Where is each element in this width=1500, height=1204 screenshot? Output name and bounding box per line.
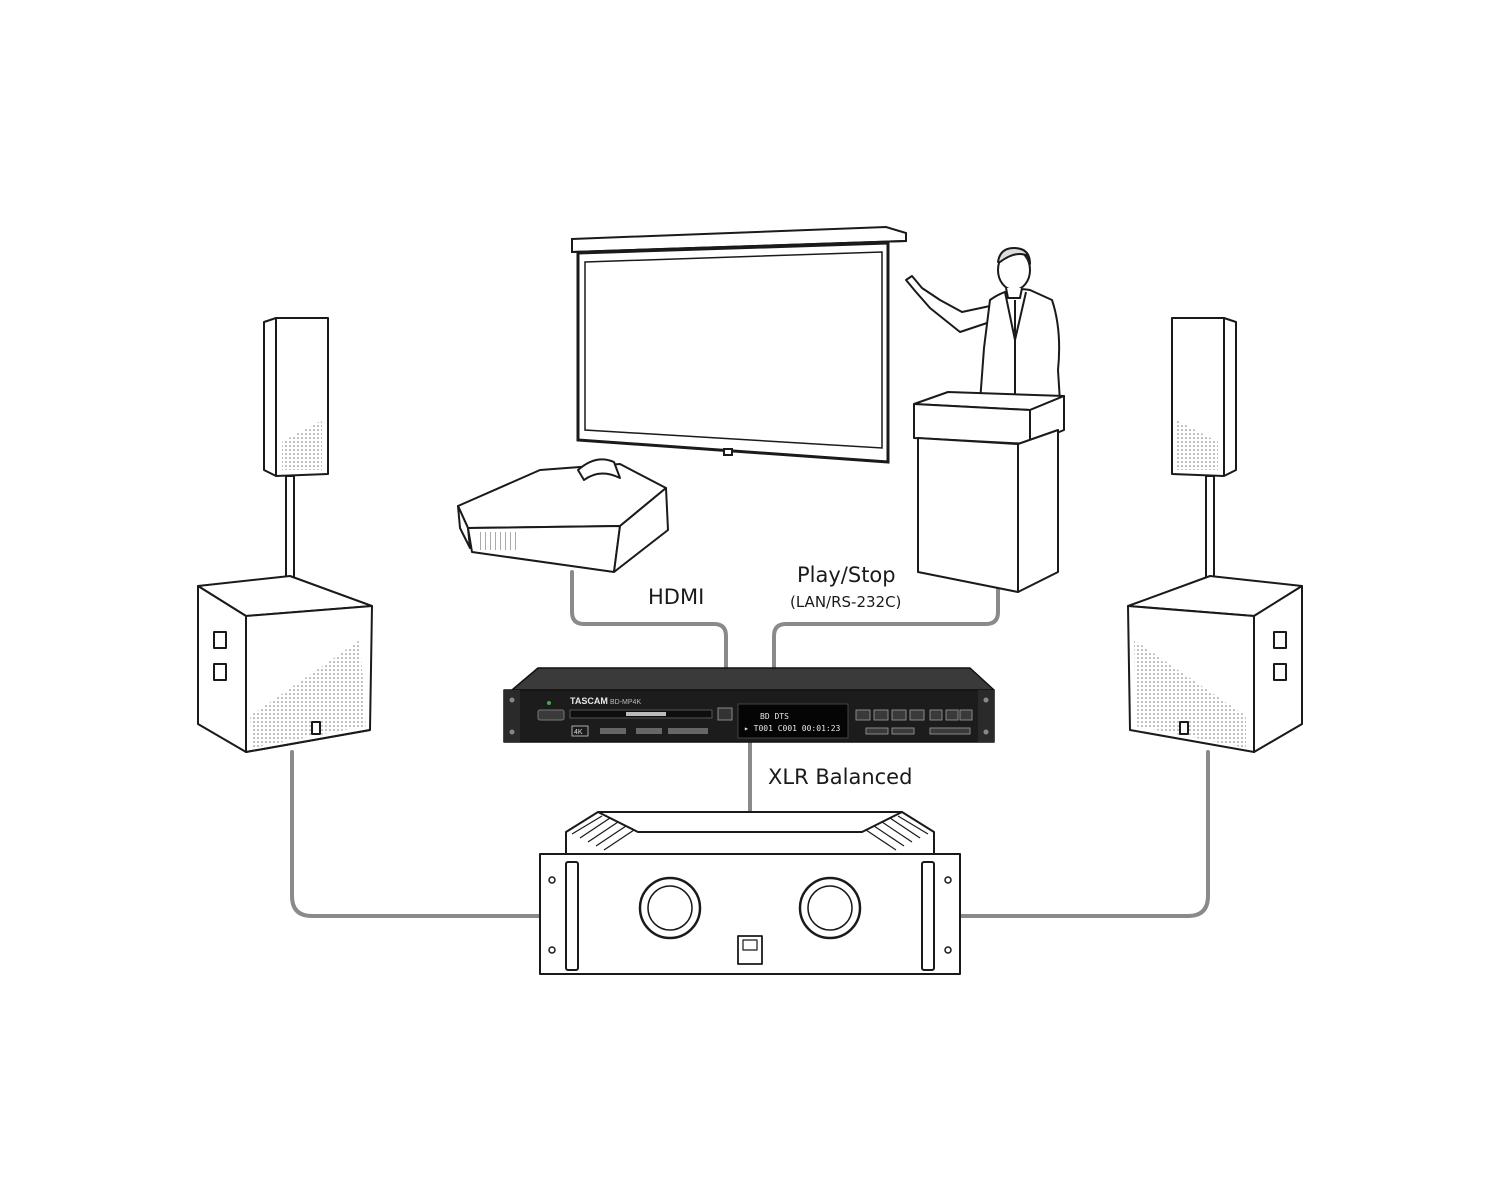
left-speaker-cable (290, 750, 542, 918)
cables (290, 570, 1210, 918)
bluray-player: TASCAM BD-MP4K 4K BD DTS ▸ T001 C001 00:… (503, 667, 995, 743)
hdmi-label: HDMI (648, 585, 705, 609)
left-subwoofer (197, 575, 373, 753)
projector (457, 458, 669, 573)
play-stop-label: Play/Stop (797, 563, 896, 587)
presenter-icon (905, 247, 1061, 403)
podium (913, 391, 1065, 593)
player-display-line1: BD DTS (760, 712, 789, 721)
xlr-balanced-label: XLR Balanced (768, 765, 913, 789)
play-stop-protocol-label: (LAN/RS-232C) (790, 593, 902, 611)
hdmi-cable (570, 570, 728, 670)
left-satellite-speaker (263, 317, 329, 477)
projection-screen (571, 225, 907, 464)
right-subwoofer (1127, 575, 1303, 753)
control-cable (772, 586, 1000, 670)
right-satellite-speaker (1171, 317, 1237, 477)
player-display-line2: ▸ T001 C001 00:01:23 (744, 724, 841, 733)
power-amplifier (539, 811, 961, 975)
right-speaker-cable (958, 750, 1210, 918)
player-model: BD-MP4K (610, 699, 641, 706)
player-4k-badge: 4K (574, 729, 583, 736)
player-brand: TASCAM (570, 696, 608, 706)
